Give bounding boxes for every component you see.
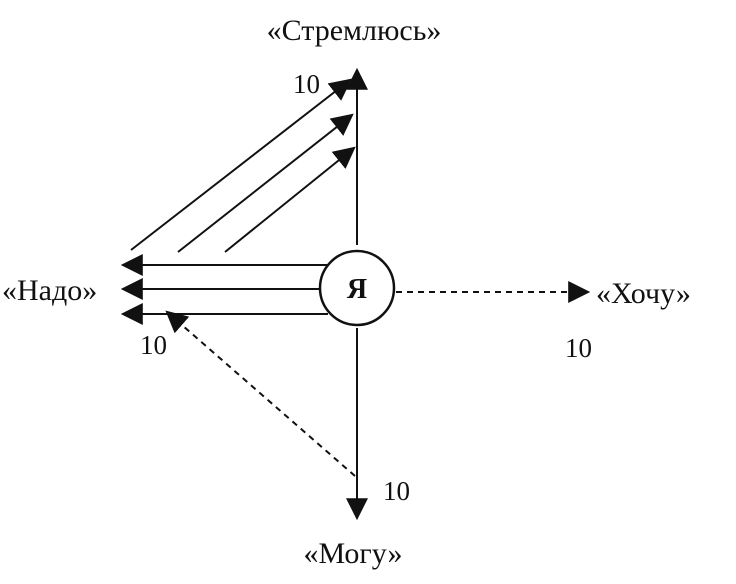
diagonal-arrow-inner [224, 146, 356, 253]
diagonal-arrow-outer [130, 78, 352, 251]
label-khochu: «Хочу» [596, 277, 691, 310]
scale-khochu: 10 [565, 333, 592, 363]
dashed-arrow-mogu-to-nado [165, 310, 356, 477]
scale-stremlyus: 10 [293, 69, 320, 99]
label-mogu: «Могу» [304, 537, 403, 570]
diagonal-arrow-middle [177, 113, 354, 253]
center-circle [318, 249, 396, 327]
center-label: Я [347, 274, 367, 305]
scale-mogu: 10 [383, 476, 410, 506]
scale-nado: 10 [140, 330, 167, 360]
label-nado: «Надо» [2, 274, 97, 307]
label-stremlyus: «Стремлюсь» [267, 14, 442, 47]
